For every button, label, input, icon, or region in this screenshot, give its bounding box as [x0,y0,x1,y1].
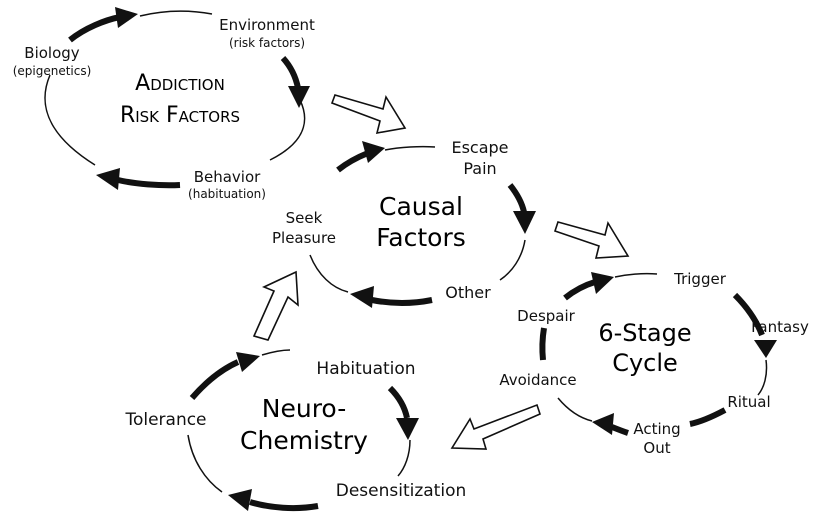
causal-cycle-arc-bottom [371,297,433,306]
neuro-arc-top [189,359,240,400]
hollow-arrow-neuro-to-causal [252,270,299,341]
causal-label-seek: Seek [286,209,323,227]
six-stage-arc-bottom-right [689,407,727,427]
risk-cycle-arrowhead-top [115,7,138,28]
six-stage-arc-right [732,292,765,337]
risk-label-environment-sub: (risk factors) [229,36,305,50]
six-stage-label-fantasy: Fantasy [751,318,809,336]
six-stage-ring-thin-top [614,272,658,278]
causal-factors-cycle: Causal Factors Escape Pain Other Seek Pl… [272,138,536,308]
six-stage-label-ritual: Ritual [727,393,770,411]
risk-label-biology-sub: (epigenetics) [13,64,92,78]
six-stage-arc-top [563,279,596,301]
risk-cycle-arc-bottom [117,177,181,189]
risk-label-behavior-sub: (habituation) [188,187,266,201]
six-stage-arc-left [539,327,547,361]
causal-cycle-ring-thin-top [384,145,436,151]
causal-cycle-ring-thin-left [309,254,349,293]
causal-cycle-ring-thin-right [499,239,526,281]
six-stage-arrowhead-right [754,340,777,358]
neuro-label-habituation: Habituation [316,359,415,379]
risk-cycle-arc-right [280,55,301,89]
six-stage-cycle: 6-Stage Cycle Trigger Fantasy Ritual Act… [499,270,809,457]
six-stage-arc-bottom [610,424,629,436]
neuro-label-desensitization: Desensitization [336,481,467,501]
risk-label-environment: Environment [219,16,315,34]
six-stage-ring-thin-left [557,397,593,422]
neuro-title-line1: Neuro- [262,394,346,423]
neuro-arrowhead-top [236,352,260,372]
six-stage-label-acting: Acting [633,420,680,438]
risk-title-line1: Addiction [135,71,225,96]
causal-label-pain: Pain [463,159,496,178]
causal-cycle-arrowhead-bottom [350,286,374,308]
neuro-arc-right [387,385,410,419]
risk-title-line2: Risk Factors [120,103,240,128]
neuro-title-line2: Chemistry [240,426,368,455]
neuro-arrowhead-bottom [228,489,252,511]
risk-cycle-ring-thin-top [139,10,213,17]
six-stage-label-out: Out [643,439,670,457]
six-stage-label-despair: Despair [517,307,575,325]
six-stage-label-trigger: Trigger [673,270,727,288]
hollow-arrow-six-stage-to-neuro [450,403,541,450]
causal-title-line1: Causal [379,192,463,221]
risk-cycle-arc-top [68,14,121,43]
six-stage-arrowhead-bottom [592,413,614,435]
risk-factors-cycle: Addiction Risk Factors Biology (epigenet… [13,7,315,201]
six-stage-title-line1: 6-Stage [598,319,691,347]
neuro-ring-thin-right [397,439,411,477]
six-stage-label-avoidance: Avoidance [499,371,576,389]
causal-label-other: Other [445,283,491,302]
causal-title-line2: Factors [376,223,466,252]
causal-cycle-arrowhead-right [513,211,536,234]
causal-cycle-arc-right [507,183,527,213]
risk-cycle-arrowhead-right [288,86,310,108]
neuro-label-tolerance: Tolerance [124,410,206,430]
hollow-arrow-causal-to-six-stage [553,220,630,259]
causal-label-pleasure: Pleasure [272,229,336,247]
neuro-ring-thin-top [261,349,291,356]
six-stage-ring-thin-right [757,359,768,396]
causal-cycle-arrowhead-top [362,141,385,163]
risk-label-biology: Biology [24,44,80,62]
risk-cycle-ring-thin-left [44,74,96,166]
six-stage-arrowhead-top [591,272,614,294]
neuro-arrowhead-right [396,418,419,440]
neuro-arc-bottom [249,499,319,512]
neuro-ring-thin-left [187,434,223,493]
neurochemistry-cycle: Neuro- Chemistry Habituation Desensitiza… [124,349,467,512]
six-stage-title-line2: Cycle [612,349,678,377]
causal-cycle-arc-top [336,150,370,173]
hollow-arrow-risk-to-causal [330,94,407,135]
risk-cycle-ring-thin-right [269,99,306,161]
causal-label-escape: Escape [451,138,508,157]
risk-cycle-arrowhead-bottom [96,168,120,190]
risk-label-behavior: Behavior [194,168,261,186]
